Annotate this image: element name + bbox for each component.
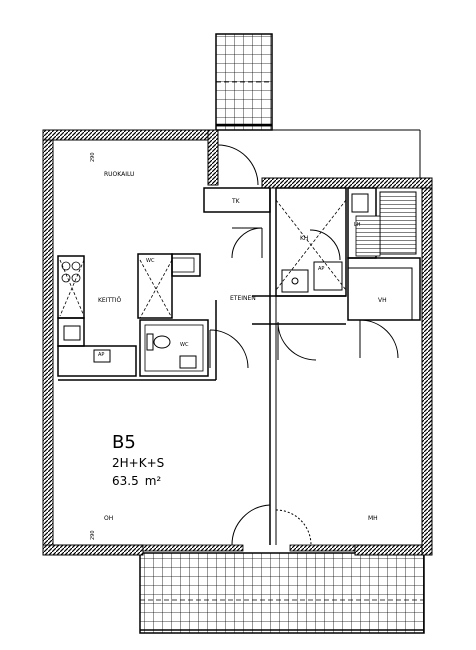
doors bbox=[209, 144, 399, 546]
room-label-oh: OH bbox=[104, 515, 113, 522]
room-label-keittio: KEITTIÖ bbox=[98, 297, 121, 304]
unit-type: 2H+K+S bbox=[112, 456, 164, 470]
sauna-benches bbox=[379, 191, 417, 255]
fixture-ap-kh: AP bbox=[318, 266, 324, 272]
room-label-kh: KH bbox=[300, 235, 308, 242]
unit-area: 63.5 m² bbox=[112, 474, 161, 488]
fixture-wc-mark: WC bbox=[146, 258, 155, 264]
dim-bottom-left: 290 bbox=[90, 530, 96, 540]
fixture-ap-kit: AP bbox=[98, 352, 104, 358]
outer-walls bbox=[42, 129, 433, 556]
room-label-vh: VH bbox=[378, 297, 387, 304]
dim-top-left: 290 bbox=[90, 152, 96, 162]
lower-balcony bbox=[139, 552, 425, 634]
sauna-stove-icon bbox=[351, 193, 369, 213]
washbasin-icon bbox=[179, 355, 197, 369]
room-label-lh: LH bbox=[354, 222, 361, 228]
unit-code: B5 bbox=[112, 432, 136, 453]
room-label-mh: MH bbox=[368, 515, 378, 522]
room-label-ruokailu: RUOKAILU bbox=[104, 171, 134, 178]
stove-icon bbox=[61, 261, 81, 283]
toilet-icon bbox=[146, 333, 171, 351]
room-label-eteinen: ETEINEN bbox=[230, 295, 256, 302]
unit-area-unit: m² bbox=[145, 474, 162, 488]
room-label-tk: TK bbox=[231, 198, 241, 205]
upper-balcony bbox=[215, 33, 273, 131]
unit-area-value: 63.5 bbox=[112, 474, 139, 488]
room-label-wc: WC bbox=[180, 342, 189, 348]
washing-machine-icon bbox=[313, 261, 343, 291]
shower-icon bbox=[281, 269, 309, 293]
sink-icon bbox=[63, 325, 81, 341]
